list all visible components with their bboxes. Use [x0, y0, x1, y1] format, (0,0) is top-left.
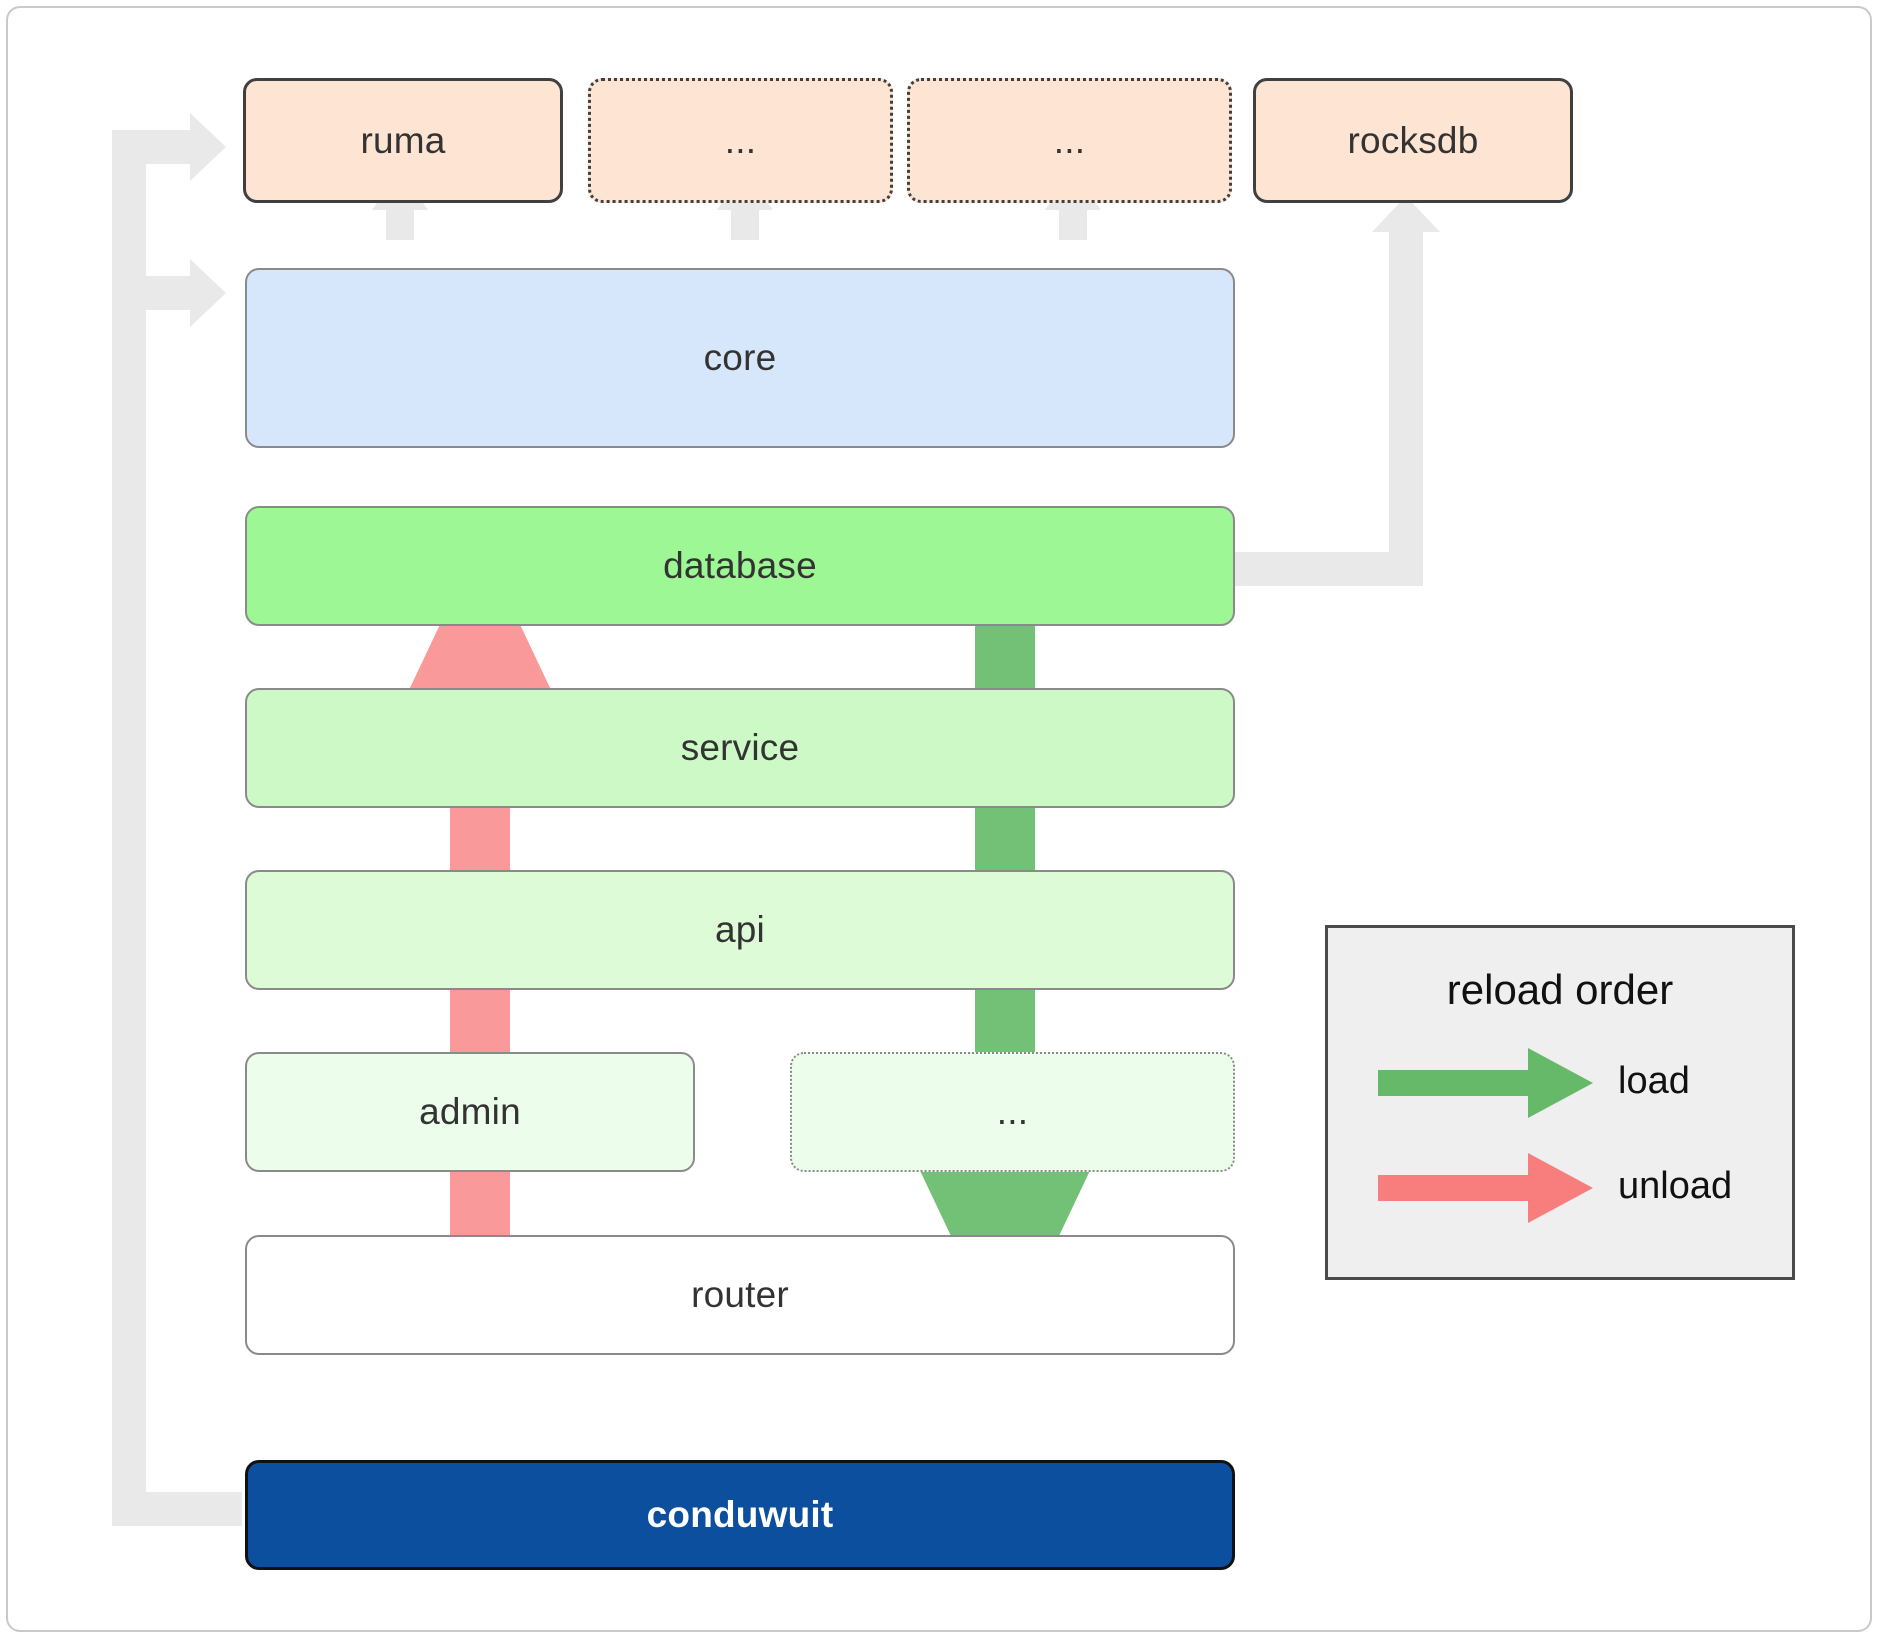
- crate-label-api: api: [715, 909, 765, 950]
- connector-to-core-arrowhead: [190, 259, 226, 327]
- app-label-conduwuit: conduwuit: [646, 1494, 834, 1535]
- legend-label-unload: unload: [1618, 1165, 1733, 1207]
- app-box-conduwuit[interactable]: conduwuit: [245, 1460, 1235, 1570]
- dependency-label-rocksdb: rocksdb: [1347, 119, 1479, 161]
- dependency-box-placeholder-2[interactable]: ...: [907, 78, 1232, 203]
- crate-box-admin[interactable]: admin: [245, 1052, 695, 1172]
- crate-box-router[interactable]: router: [245, 1235, 1235, 1355]
- crate-label-admin: admin: [419, 1091, 521, 1132]
- legend-title: reload order: [1446, 966, 1674, 1013]
- legend-panel: reload order load unload: [1325, 925, 1795, 1280]
- legend-label-load: load: [1618, 1060, 1690, 1102]
- dependency-label-placeholder-2: ...: [1053, 119, 1086, 161]
- legend-unload-arrow: [1378, 1153, 1593, 1223]
- crate-label-core: core: [703, 337, 777, 378]
- crate-box-api[interactable]: api: [245, 870, 1235, 990]
- core-to-deps-arrows: [372, 170, 1101, 240]
- dependency-box-rocksdb[interactable]: rocksdb: [1253, 78, 1573, 203]
- crate-box-core[interactable]: core: [245, 268, 1235, 448]
- dependency-label-ruma: ruma: [360, 119, 446, 161]
- connector-to-ruma-arrowhead: [190, 113, 226, 181]
- connector-from-conduwuit: [112, 1492, 242, 1526]
- crate-label-database: database: [663, 545, 817, 586]
- dependency-label-placeholder-1: ...: [724, 119, 757, 161]
- connector-to-ruma-shaft: [112, 130, 190, 164]
- crate-box-layer-placeholder[interactable]: ...: [790, 1052, 1235, 1172]
- crate-label-service: service: [680, 727, 800, 768]
- crate-label-router: router: [691, 1274, 789, 1315]
- legend-load-arrow: [1378, 1048, 1593, 1118]
- connector-db-to-rocksdb-vertical: [1389, 230, 1423, 586]
- crate-label-layer-placeholder: ...: [996, 1091, 1029, 1132]
- dependency-box-placeholder-1[interactable]: ...: [588, 78, 893, 203]
- dependency-box-ruma[interactable]: ruma: [243, 78, 563, 203]
- crate-box-database[interactable]: database: [245, 506, 1235, 626]
- connector-left-spine: [112, 130, 146, 1526]
- connector-to-core-shaft: [112, 276, 190, 310]
- crate-box-service[interactable]: service: [245, 688, 1235, 808]
